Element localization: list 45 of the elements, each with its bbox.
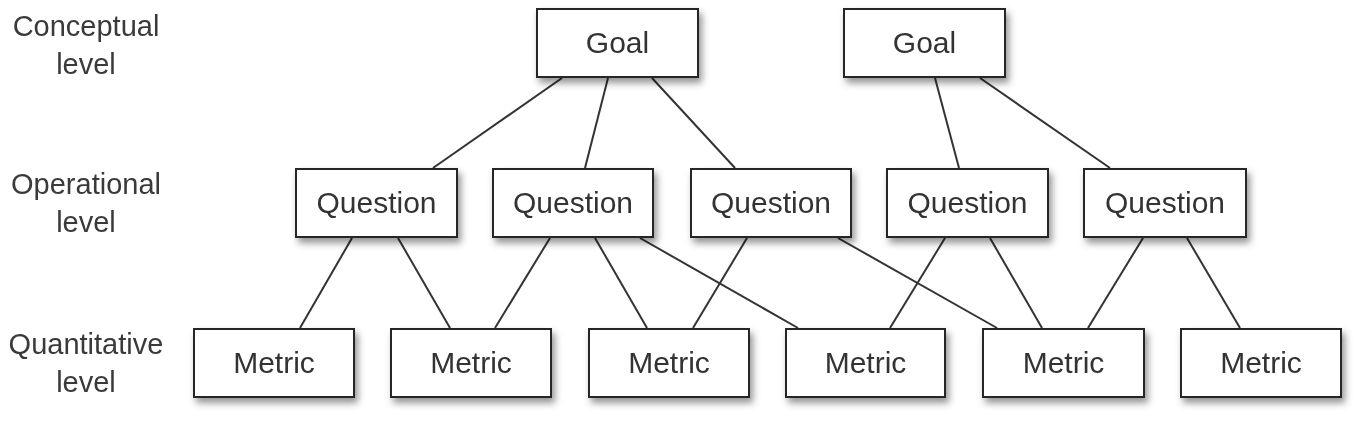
- connector-line: [837, 237, 998, 329]
- connector-line: [934, 77, 960, 169]
- connector-line: [651, 77, 736, 169]
- metric-box: [785, 328, 946, 398]
- question-label: Question: [512, 185, 634, 221]
- question-box: [1083, 168, 1247, 238]
- connector-line: [989, 237, 1043, 329]
- connector-line: [299, 237, 353, 329]
- goal-box: [843, 8, 1006, 78]
- level-label: Operational level: [10, 167, 162, 240]
- metric-box: [1180, 328, 1342, 398]
- connector-line: [979, 77, 1111, 169]
- level-label: Quantitative level: [7, 327, 165, 400]
- metric-label: Metric: [1220, 345, 1302, 381]
- connector-line: [594, 237, 648, 329]
- question-box: [690, 168, 852, 238]
- connector-line: [584, 77, 609, 169]
- question-label: Question: [710, 185, 832, 221]
- question-label: Question: [907, 185, 1028, 221]
- level-label: Conceptual level: [11, 9, 161, 82]
- connector-line: [432, 77, 563, 169]
- metric-box: [588, 328, 750, 398]
- goal-label: Goal: [585, 25, 650, 61]
- metric-label: Metric: [628, 345, 710, 381]
- connector-line: [494, 237, 551, 329]
- metric-label: Metric: [824, 345, 907, 381]
- connector-line: [889, 237, 946, 329]
- question-label: Question: [316, 185, 437, 221]
- connector-line: [397, 237, 451, 329]
- connector-line: [639, 237, 799, 329]
- goal-label: Goal: [892, 25, 957, 61]
- metric-label: Metric: [233, 345, 315, 381]
- question-label: Question: [1104, 185, 1226, 221]
- connector-line: [1186, 237, 1241, 329]
- question-box: [492, 168, 654, 238]
- metric-box: [982, 328, 1145, 398]
- question-box: [886, 168, 1049, 238]
- metric-box: [193, 328, 355, 398]
- metric-box: [390, 328, 552, 398]
- metric-label: Metric: [1022, 345, 1105, 381]
- question-box: [295, 168, 458, 238]
- connector-line: [692, 237, 748, 329]
- metric-label: Metric: [430, 345, 512, 381]
- goal-box: [536, 8, 699, 78]
- connector-line: [1087, 237, 1144, 329]
